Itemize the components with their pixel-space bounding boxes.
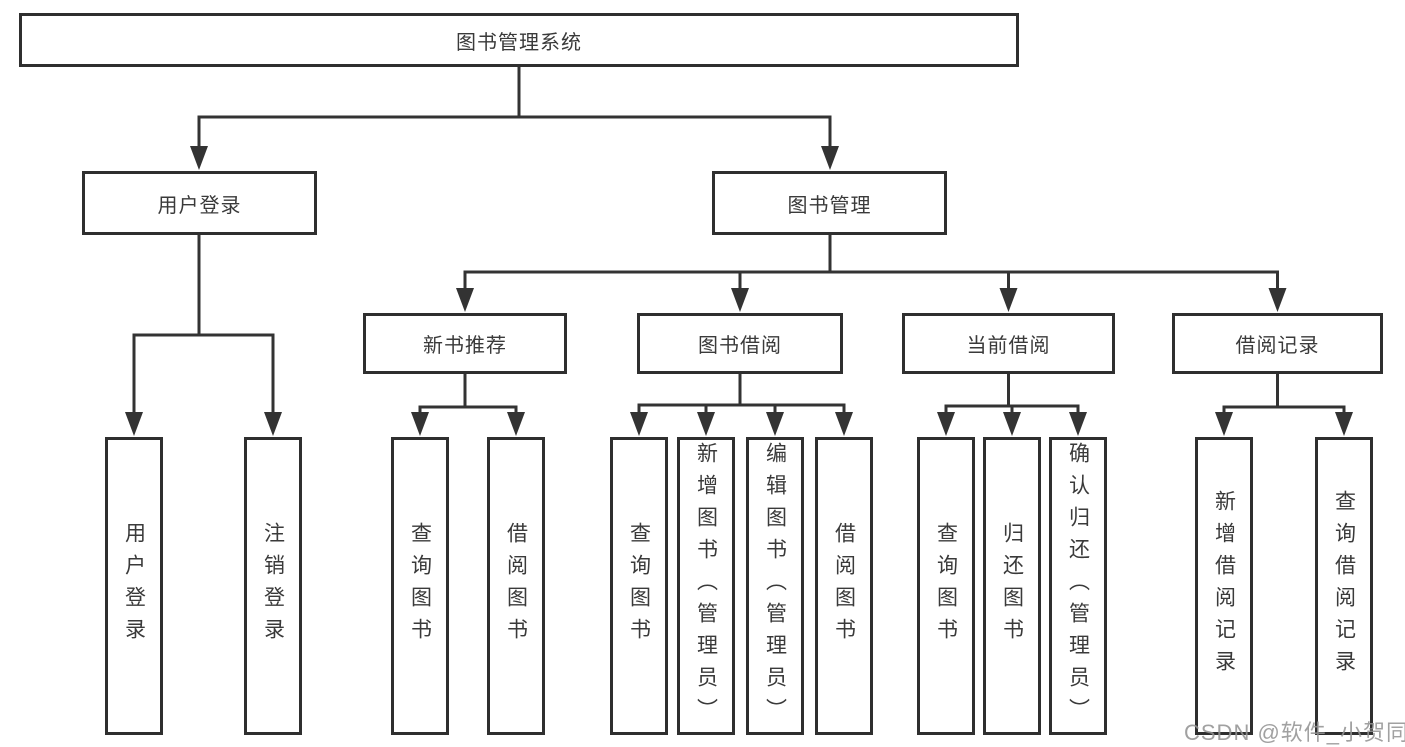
leaf-borrow-books-borrowing: 借阅图书 — [815, 437, 873, 735]
node-root-label: 图书管理系统 — [456, 31, 582, 54]
leaf-logout-login-label: 注销登录 — [261, 522, 285, 650]
node-book-borrowing: 图书借阅 — [637, 313, 843, 374]
node-borrowing-records-label: 借阅记录 — [1235, 335, 1320, 357]
branch-book-management: 图书管理 — [712, 171, 947, 235]
leaf-query-books-current: 查询图书 — [917, 437, 975, 735]
branch-book-management-label: 图书管理 — [787, 194, 872, 217]
leaf-query-books-recommend-label: 查询图书 — [408, 522, 432, 650]
leaf-logout-login: 注销登录 — [244, 437, 302, 735]
leaf-borrow-books-recommend-label: 借阅图书 — [504, 522, 528, 650]
node-current-borrowing-label: 当前借阅 — [966, 335, 1051, 357]
csdn-watermark: CSDN @软件_小贺同学 — [1184, 720, 1405, 745]
leaf-return-books-label: 归还图书 — [1000, 522, 1024, 650]
leaf-query-borrow-record-label: 查询借阅记录 — [1332, 490, 1356, 682]
node-book-borrowing-label: 图书借阅 — [698, 335, 782, 357]
leaf-borrow-books-recommend: 借阅图书 — [487, 437, 545, 735]
leaf-add-books-admin-label: 新增图书（管理员） — [694, 442, 718, 730]
leaf-query-books-borrowing-label: 查询图书 — [627, 522, 651, 650]
leaf-edit-books-admin: 编辑图书（管理员） — [746, 437, 804, 735]
branch-user-login: 用户登录 — [82, 171, 317, 235]
leaf-edit-books-admin-label: 编辑图书（管理员） — [763, 442, 787, 730]
leaf-query-books-borrowing: 查询图书 — [610, 437, 668, 735]
branch-user-login-label: 用户登录 — [157, 194, 242, 217]
node-new-book-recommendation-label: 新书推荐 — [423, 335, 507, 357]
leaf-borrow-books-borrowing-label: 借阅图书 — [832, 522, 856, 650]
leaf-add-books-admin: 新增图书（管理员） — [677, 437, 735, 735]
node-borrowing-records: 借阅记录 — [1172, 313, 1383, 374]
leaf-query-books-recommend: 查询图书 — [391, 437, 449, 735]
leaf-user-login: 用户登录 — [105, 437, 163, 735]
node-current-borrowing: 当前借阅 — [902, 313, 1115, 374]
node-new-book-recommendation: 新书推荐 — [363, 313, 567, 374]
leaf-user-login-label: 用户登录 — [122, 522, 146, 650]
leaf-query-books-current-label: 查询图书 — [934, 522, 958, 650]
leaf-confirm-return-admin-label: 确认归还（管理员） — [1066, 442, 1090, 730]
leaf-confirm-return-admin: 确认归还（管理员） — [1049, 437, 1107, 735]
leaf-add-borrow-record: 新增借阅记录 — [1195, 437, 1253, 735]
leaf-add-borrow-record-label: 新增借阅记录 — [1212, 490, 1236, 682]
arrowheads — [125, 146, 1353, 436]
leaf-query-borrow-record: 查询借阅记录 — [1315, 437, 1373, 735]
node-root: 图书管理系统 — [19, 13, 1019, 67]
leaf-return-books: 归还图书 — [983, 437, 1041, 735]
